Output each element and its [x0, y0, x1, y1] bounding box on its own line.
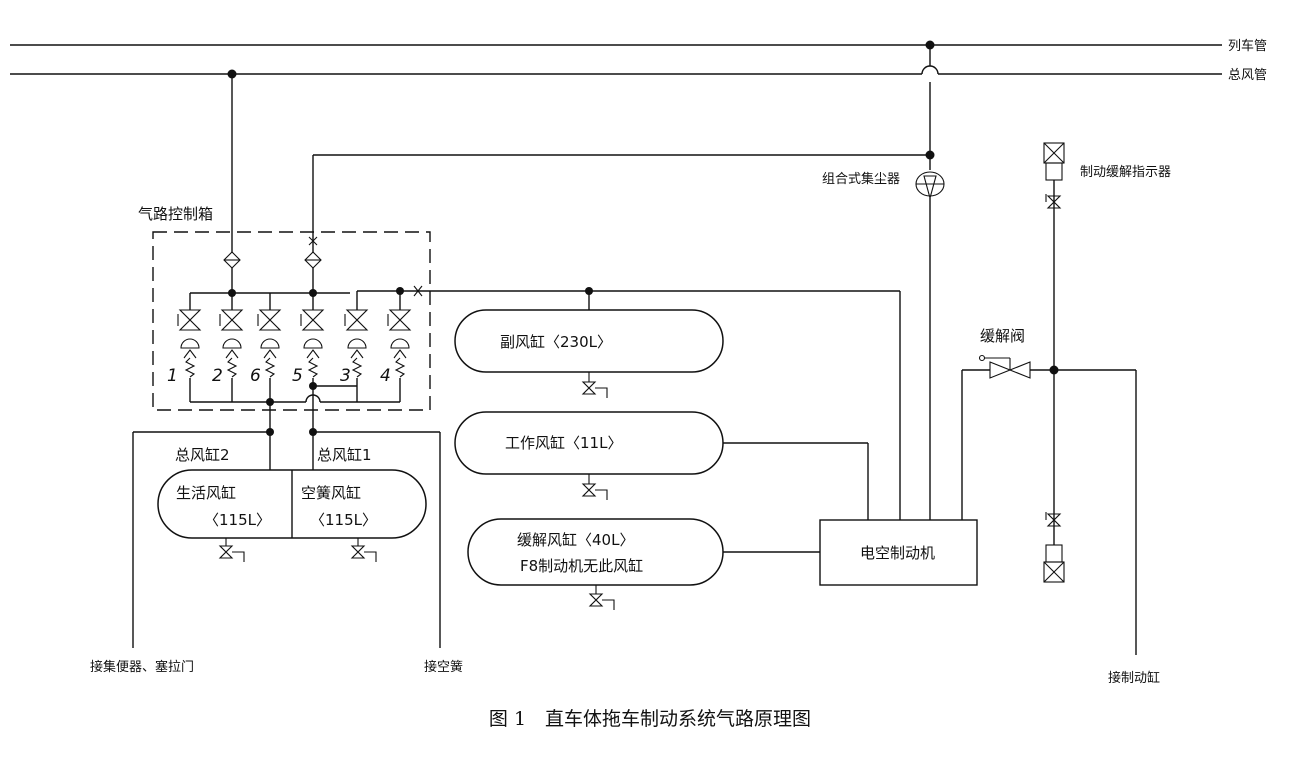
- electro-pneumatic-brake-unit: [819, 519, 978, 586]
- main-tank-2-label: 总风缸2: [175, 446, 230, 464]
- choke-mark: [413, 285, 423, 297]
- valve-column-1: [177, 293, 202, 402]
- release-indicator-bottom-icon: [1043, 544, 1065, 583]
- outlet-toilet-door-label: 接集便器、塞拉门: [90, 659, 194, 675]
- control-box-title: 气路控制箱: [138, 205, 213, 223]
- filter-icon: [223, 251, 241, 269]
- drain-valve-icon: [588, 585, 615, 610]
- drain-valve-icon: [581, 474, 608, 500]
- dust-collector-icon: [915, 171, 945, 201]
- main-air-pipe-line: [10, 65, 1222, 75]
- indicator-cock-icon: [1045, 512, 1062, 527]
- release-indicator-top-icon: [1043, 142, 1065, 181]
- main-tank-1-label: 总风缸1: [317, 446, 372, 464]
- release-tank-label-line1: 缓解风缸〈40L〉: [517, 531, 634, 549]
- drain-valve-icon: [581, 372, 608, 398]
- release-valve-icon: [978, 354, 1031, 379]
- living-tank-volume: 〈115L〉: [204, 511, 271, 529]
- drain-valve-icon: [350, 538, 377, 562]
- figure-caption: 图 1 直车体拖车制动系统气路原理图: [489, 708, 811, 730]
- choke-mark: [308, 236, 318, 246]
- valve-number-3: 3: [340, 366, 351, 386]
- drain-valve-icon: [218, 538, 245, 562]
- train-pipe-label: 列车管: [1228, 38, 1267, 54]
- valve-number-1: 1: [167, 366, 178, 386]
- control-box: [152, 231, 431, 411]
- filter-icon: [304, 251, 322, 269]
- indicator-label: 制动缓解指示器: [1080, 165, 1171, 180]
- main-pipe-label: 总风管: [1228, 68, 1267, 83]
- valve-number-2: 2: [212, 366, 223, 386]
- ac-tank-name: 空簧风缸: [301, 484, 361, 502]
- auxiliary-tank-label: 副风缸〈230L〉: [500, 333, 612, 351]
- valve-number-4: 4: [380, 366, 391, 386]
- valve-number-6: 6: [250, 366, 261, 386]
- indicator-cock-icon: [1045, 194, 1062, 209]
- valve-column-4: [387, 291, 412, 402]
- valve-column-3: [344, 291, 369, 402]
- release-reservoir: [467, 518, 724, 586]
- outlet-air-spring-label: 接空簧: [424, 659, 463, 675]
- valve-column-5: [300, 293, 325, 386]
- ac-tank-volume: 〈115L〉: [310, 511, 377, 529]
- release-valve-label: 缓解阀: [980, 327, 1025, 345]
- valve-number-5: 5: [292, 366, 303, 386]
- release-tank-label-line2: F8制动机无此风缸: [520, 557, 643, 575]
- brake-unit-label: 电空制动机: [860, 544, 935, 562]
- main-reservoir-tank: [157, 469, 427, 539]
- outlet-brake-cylinder-label: 接制动缸: [1108, 670, 1160, 686]
- working-tank-label: 工作风缸〈11L〉: [505, 434, 622, 452]
- valve-column-2: [219, 293, 244, 402]
- living-tank-name: 生活风缸: [176, 484, 236, 502]
- valve-column-6: [257, 293, 282, 402]
- dust-collector-label: 组合式集尘器: [822, 171, 900, 187]
